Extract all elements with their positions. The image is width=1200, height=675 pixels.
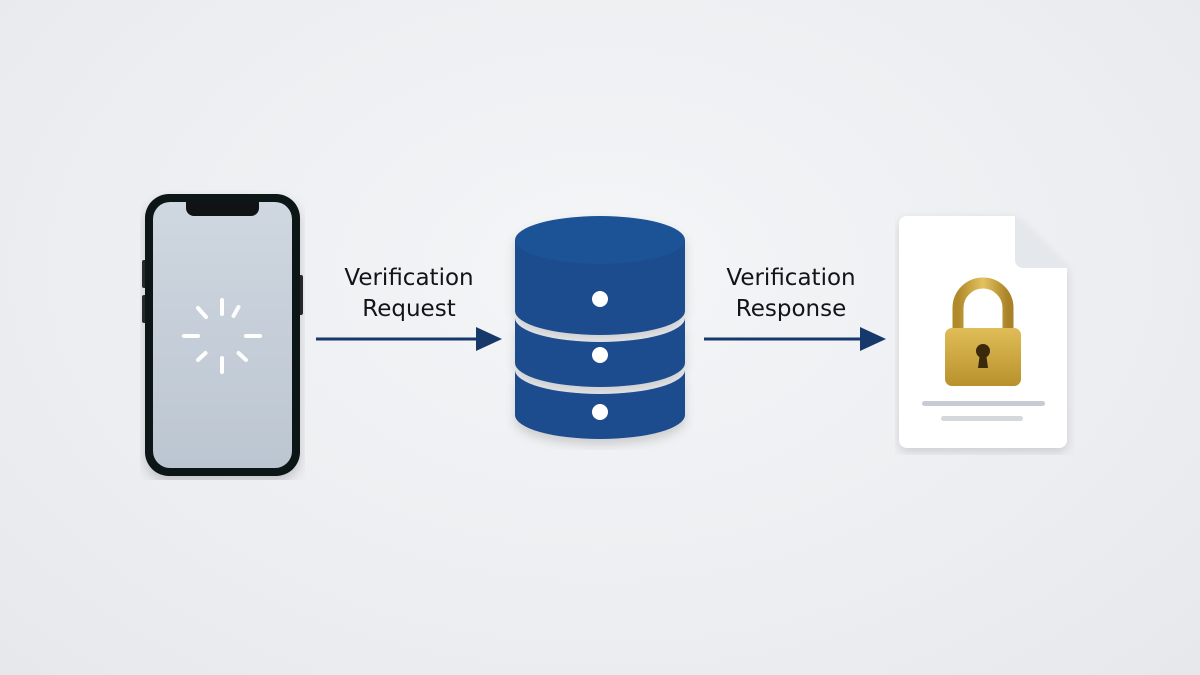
arrowhead-icon: [476, 327, 502, 351]
edge-label-response-line2: Response: [735, 296, 847, 322]
edge-label-request: Verification Request: [318, 263, 500, 325]
document-text-line: [941, 416, 1023, 421]
smartphone-loading-icon: [142, 194, 303, 476]
edge-label-response-line1: Verification: [726, 265, 856, 291]
document-text-line: [922, 401, 1045, 406]
database-indicator-dot: [592, 404, 608, 420]
database-icon: [515, 216, 685, 439]
loading-spinner-icon: [182, 298, 262, 374]
keyhole-slot: [978, 353, 988, 368]
arrow-request: [316, 327, 502, 351]
locked-document-icon: [899, 216, 1067, 448]
arrow-response: [704, 327, 886, 351]
lock-shackle: [952, 277, 1014, 330]
database-indicator-dot: [592, 347, 608, 363]
phone-notch: [186, 202, 259, 216]
edge-label-response: Verification Response: [700, 263, 882, 325]
database-segment: [515, 240, 685, 335]
edge-label-request-line1: Verification: [344, 265, 474, 291]
phone-screen: [153, 202, 292, 468]
arrowhead-icon: [860, 327, 886, 351]
document-fold: [1015, 216, 1067, 268]
database-indicator-dot: [592, 291, 608, 307]
keyhole-icon: [976, 344, 990, 358]
edge-label-request-line2: Request: [362, 296, 456, 322]
database-top: [515, 216, 685, 264]
